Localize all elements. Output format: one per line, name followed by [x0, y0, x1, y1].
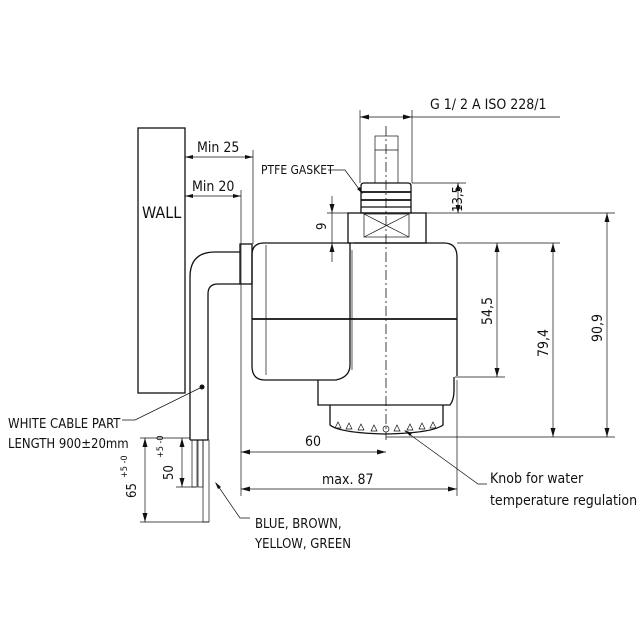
dim-50: 50: [162, 465, 177, 480]
wires-label-line1: BLUE, BROWN,: [255, 517, 342, 532]
dim-90-9: 90,9: [590, 314, 606, 342]
dim-9: 9: [315, 223, 330, 230]
thread-dimension: G 1/ 2 A ISO 228/1: [359, 97, 560, 183]
dim-60: 60: [305, 434, 321, 450]
cable: WHITE CABLE PART LENGTH 900±20mm: [8, 251, 240, 523]
dim-79-4: 79,4: [536, 329, 552, 357]
knob-label-line2: temperature regulation: [490, 493, 637, 509]
wire-dimensions: 50 +5 -0 65 +5 -0 BLUE, BROWN, YELLOW, G…: [120, 435, 351, 552]
cable-label-line1: WHITE CABLE PART: [8, 417, 121, 432]
dim-50-tolerance: +5 -0: [156, 435, 166, 458]
knob-callout: Knob for water temperature regulation: [404, 430, 637, 509]
fitting: [347, 126, 427, 440]
heater-body: [239, 242, 560, 435]
height-dimensions: 54,5 79,4 90,9: [386, 213, 615, 438]
dim-max-87: max. 87: [322, 472, 373, 488]
wall: WALL: [137, 127, 186, 394]
knob-label-line1: Knob for water: [490, 471, 584, 487]
dim-54-5: 54,5: [480, 297, 496, 325]
wires-label-line2: YELLOW, GREEN: [254, 537, 351, 552]
width-dimensions: 60 max. 87: [241, 380, 458, 496]
thread-label: G 1/ 2 A ISO 228/1: [430, 97, 547, 113]
cable-label-line2: LENGTH 900±20mm: [8, 437, 129, 452]
dim-65-tolerance: +5 -0: [120, 455, 130, 478]
fitting-dimensions: 9 13,5: [315, 182, 615, 262]
gasket-callout: PTFE GASKET: [261, 163, 363, 194]
dim-65: 65: [125, 483, 140, 498]
wall-label: WALL: [142, 203, 181, 222]
dim-13-5: 13,5: [451, 186, 466, 212]
min25-label: Min 25: [197, 140, 239, 156]
gasket-label: PTFE GASKET: [261, 163, 334, 177]
min20-label: Min 20: [192, 179, 234, 195]
knob-grip-marks: [334, 421, 437, 433]
min-distance-dimensions: Min 25 Min 20: [185, 140, 254, 496]
